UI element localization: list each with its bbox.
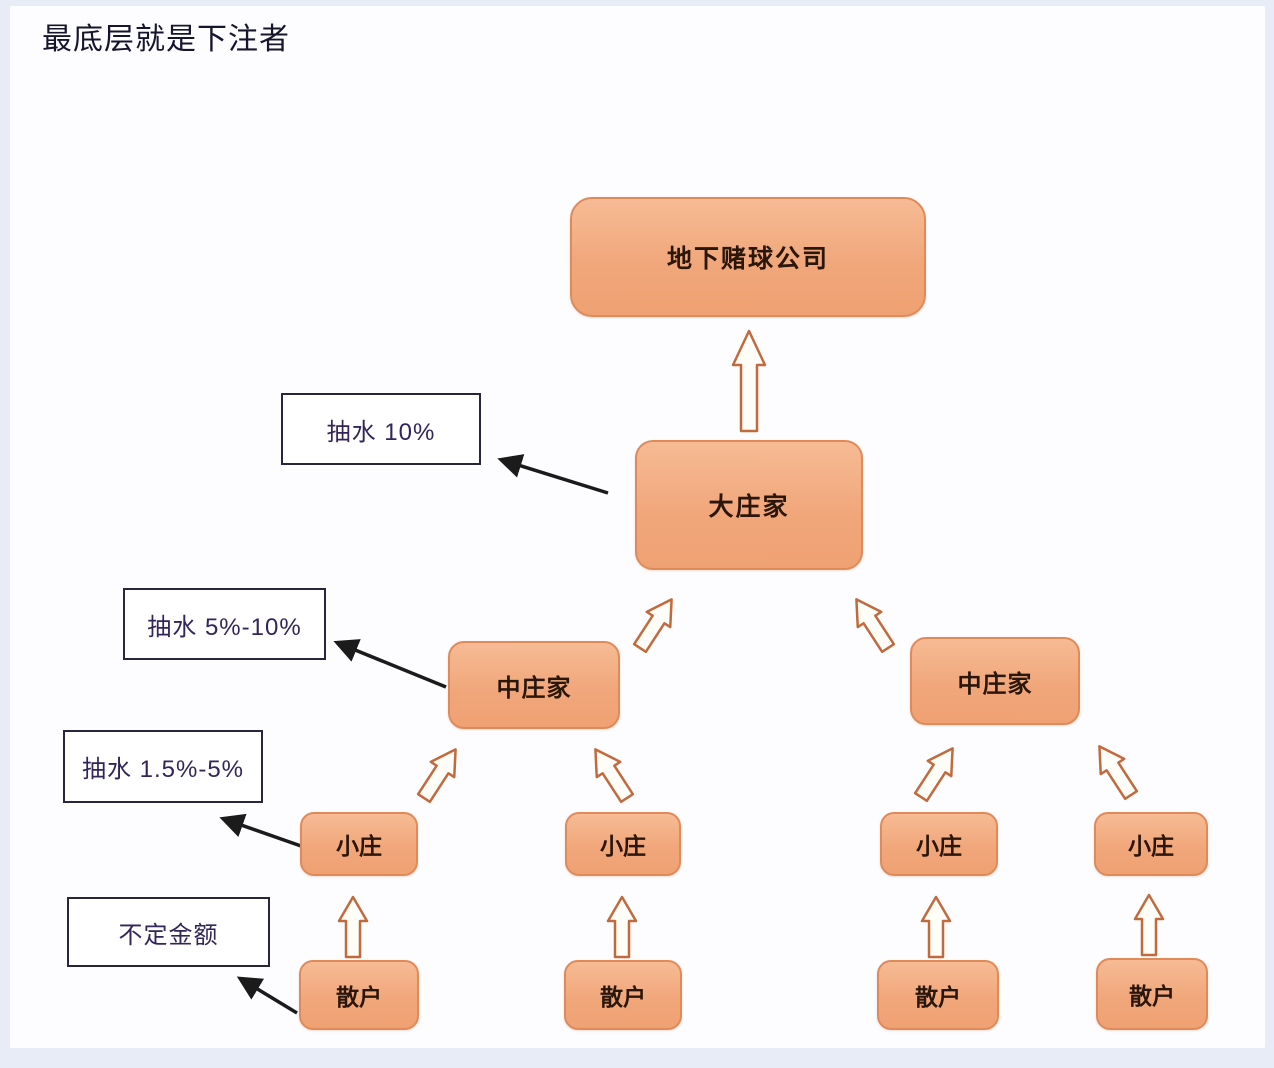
annotation-label: 抽水 5%-10% — [147, 613, 302, 641]
annotation-rake-5-10-percent: 抽水 5%-10% — [123, 588, 326, 660]
node-small-banker-4: 小庄 — [1094, 812, 1208, 876]
node-label: 散户 — [915, 984, 961, 1010]
node-label: 散户 — [1129, 983, 1175, 1009]
node-mid-banker-left: 中庄家 — [448, 641, 620, 729]
node-retail-bettor-2: 散户 — [564, 960, 682, 1030]
node-label: 大庄家 — [708, 493, 790, 521]
node-label: 小庄 — [1128, 833, 1174, 859]
annotation-rake-10-percent: 抽水 10% — [281, 393, 481, 465]
annotation-rake-1.5-5-percent: 抽水 1.5%-5% — [63, 730, 263, 803]
node-label: 小庄 — [336, 833, 382, 859]
annotation-label: 不定金额 — [118, 921, 219, 949]
node-retail-bettor-4: 散户 — [1096, 958, 1208, 1030]
node-big-banker: 大庄家 — [635, 440, 863, 570]
node-label: 中庄家 — [496, 674, 572, 702]
node-label: 散户 — [600, 984, 646, 1010]
node-underground-betting-company: 地下赌球公司 — [570, 197, 926, 317]
annotation-label: 抽水 1.5%-5% — [81, 756, 245, 783]
node-mid-banker-right: 中庄家 — [910, 637, 1080, 725]
node-label: 散户 — [336, 984, 382, 1010]
node-small-banker-3: 小庄 — [880, 812, 998, 876]
annotation-label: 抽水 10% — [326, 418, 436, 446]
node-label: 地下赌球公司 — [666, 245, 829, 273]
page-title: 最底层就是下注者 — [42, 23, 290, 56]
node-label: 小庄 — [916, 833, 962, 859]
node-small-banker-1: 小庄 — [300, 812, 418, 876]
node-small-banker-2: 小庄 — [565, 812, 681, 876]
node-retail-bettor-1: 散户 — [299, 960, 419, 1030]
node-label: 中庄家 — [957, 670, 1033, 698]
node-retail-bettor-3: 散户 — [877, 960, 999, 1030]
node-label: 小庄 — [600, 833, 646, 859]
annotation-variable-amount: 不定金额 — [67, 897, 270, 967]
